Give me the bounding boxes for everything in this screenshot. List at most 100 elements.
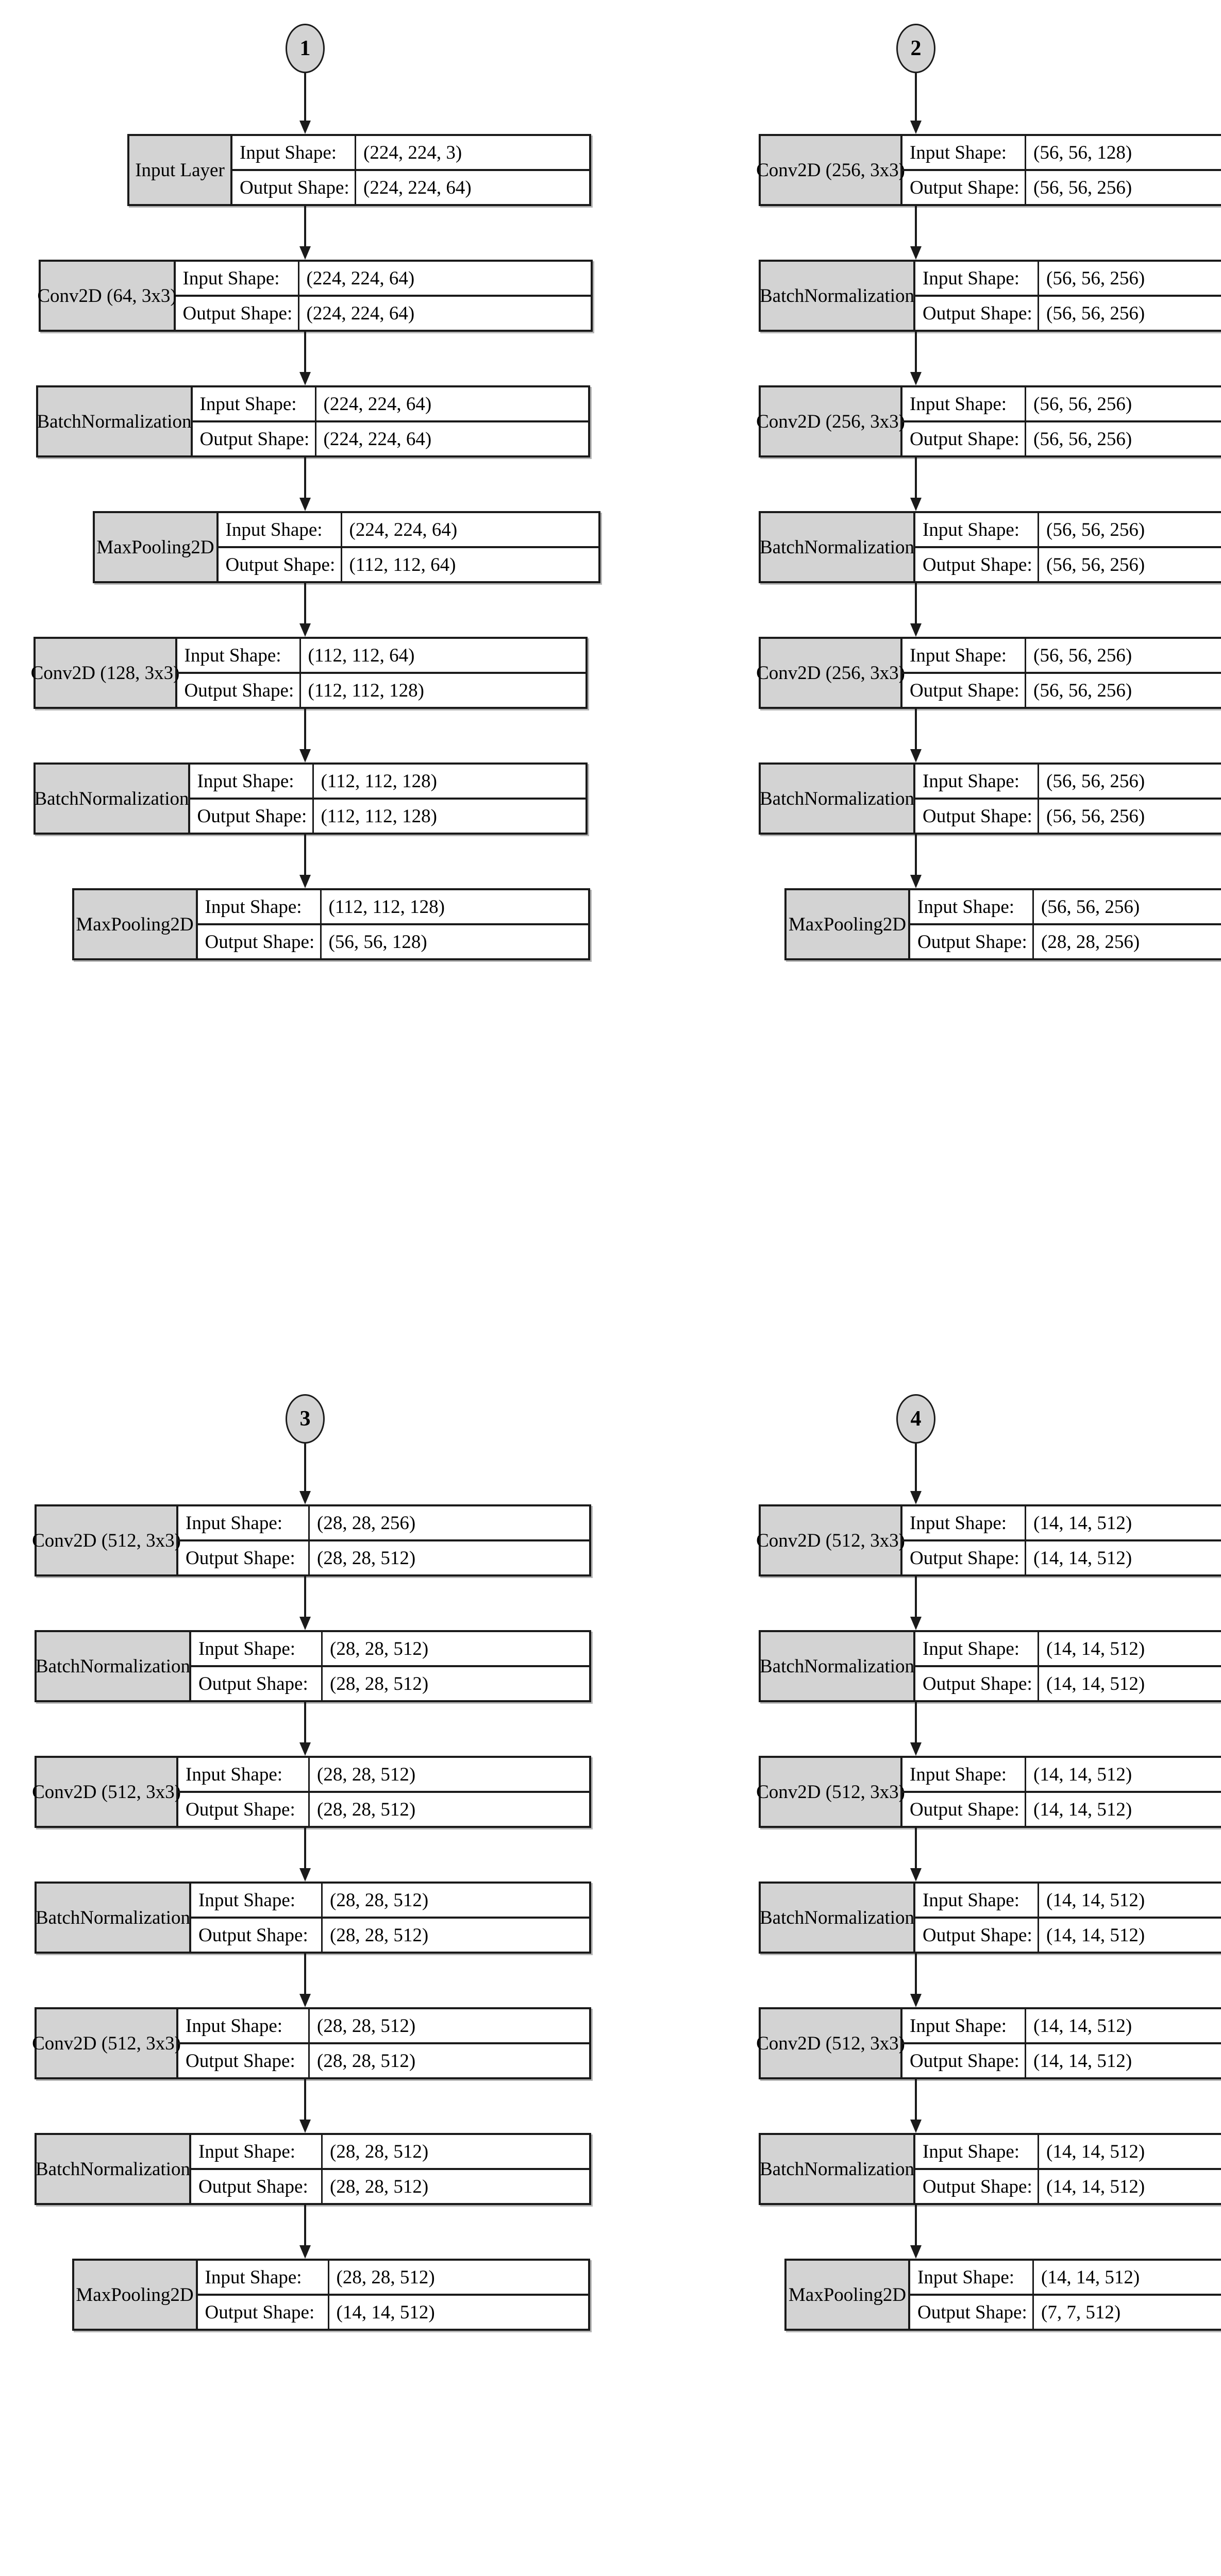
layer-name-cell: BatchNormalization xyxy=(760,1632,915,1700)
output-shape-label: Output Shape: xyxy=(910,925,1034,958)
input-shape-row: Input Shape:(56, 56, 256) xyxy=(915,513,1221,548)
output-shape-value: (28, 28, 256) xyxy=(1041,931,1140,953)
output-shape-label: Output Shape: xyxy=(191,2170,323,2203)
layer-node: Conv2D (512, 3x3)Input Shape:(14, 14, 51… xyxy=(756,1504,1221,1577)
input-shape-label: Input Shape: xyxy=(193,387,316,420)
input-shape-label: Input Shape: xyxy=(190,765,314,798)
input-shape-row: Input Shape:(14, 14, 512) xyxy=(915,2135,1221,2170)
output-shape-value: (14, 14, 512) xyxy=(1033,1547,1132,1569)
flow-arrow xyxy=(299,1954,311,2007)
flow-arrow xyxy=(299,2079,311,2133)
layer-name-cell: BatchNormalization xyxy=(37,387,193,455)
arrow-shaft xyxy=(304,1577,306,1623)
arrow-shaft xyxy=(915,1828,917,1875)
flow-arrow xyxy=(299,1444,311,1504)
output-shape-label: Output Shape: xyxy=(902,2044,1026,2077)
input-shape-row: Input Shape:(14, 14, 512) xyxy=(915,1632,1221,1667)
input-shape-row: Input Shape:(224, 224, 64) xyxy=(192,387,588,422)
output-shape-value: (28, 28, 512) xyxy=(317,1547,416,1569)
output-shape-row: Output Shape:(28, 28, 512) xyxy=(191,1919,589,1952)
arrow-head-icon xyxy=(299,749,311,762)
layer-shape-table: Input Shape:(224, 224, 3)Output Shape:(2… xyxy=(232,136,589,204)
input-shape-value: (14, 14, 512) xyxy=(1046,2141,1145,2162)
output-shape-label: Output Shape: xyxy=(915,1667,1039,1700)
layer-name-cell: BatchNormalization xyxy=(760,262,915,330)
layer-name-cell: Conv2D (512, 3x3) xyxy=(32,1506,181,1574)
arrow-shaft xyxy=(304,1444,306,1498)
arrow-shaft xyxy=(304,2205,306,2252)
layer-shape-table: Input Shape:(14, 14, 512)Output Shape:(1… xyxy=(915,1632,1221,1700)
flow-arrow xyxy=(910,1702,922,1756)
output-shape-value: (112, 112, 128) xyxy=(308,680,424,701)
layer-node: Conv2D (512, 3x3)Input Shape:(28, 28, 25… xyxy=(32,1504,591,1577)
arrow-head-icon xyxy=(910,749,922,762)
output-shape-row: Output Shape:(56, 56, 256) xyxy=(902,674,1221,707)
flow-arrow xyxy=(910,1444,922,1504)
arrow-shaft xyxy=(304,2079,306,2126)
arrow-shaft xyxy=(915,835,917,882)
arrow-head-icon xyxy=(910,121,922,134)
flow-arrow xyxy=(299,2205,311,2259)
layer-name-cell: Conv2D (512, 3x3) xyxy=(756,1506,905,1574)
arrow-head-icon xyxy=(299,121,311,134)
arrow-shaft xyxy=(915,709,917,756)
input-shape-label: Input Shape: xyxy=(915,262,1039,295)
layer-shape-table: Input Shape: (112, 112, 128)Output Shape:… xyxy=(190,765,586,833)
output-shape-value: (56, 56, 256) xyxy=(1033,428,1132,450)
arrow-head-icon xyxy=(910,1868,922,1882)
output-shape-value: (112, 112, 128) xyxy=(321,805,437,827)
layer-node: Conv2D (512, 3x3)Input Shape:(14, 14, 51… xyxy=(756,1756,1221,1828)
output-shape-value: (56, 56, 256) xyxy=(1033,680,1132,701)
output-shape-value: (14, 14, 512) xyxy=(1033,1799,1132,1820)
layer-name-cell: Conv2D (512, 3x3) xyxy=(756,1758,905,1826)
layer-shape-table: Input Shape:(14, 14, 512)Output Shape:(1… xyxy=(915,2135,1221,2203)
layer-name-cell: MaxPooling2D xyxy=(74,890,198,958)
layer-shape-table: Input Shape:(28, 28, 512)Output Shape:(2… xyxy=(178,2009,589,2077)
input-shape-label: Input Shape: xyxy=(902,639,1026,672)
layer-shape-table: Input Shape:(14, 14, 512)Output Shape:(1… xyxy=(902,1758,1221,1826)
pipeline-entry-marker-2: 2 xyxy=(896,24,935,73)
flow-arrow xyxy=(910,73,922,134)
input-shape-label: Input Shape: xyxy=(176,262,299,295)
entry-marker-label: 2 xyxy=(910,37,922,60)
flow-arrow xyxy=(910,1828,922,1882)
output-shape-value: (112, 112, 64) xyxy=(349,554,456,575)
input-shape-row: Input Shape:(28, 28, 512) xyxy=(191,1632,589,1667)
input-shape-row: Input Shape:(28, 28, 512) xyxy=(197,2261,588,2296)
input-shape-value: (28, 28, 256) xyxy=(317,1512,416,1534)
output-shape-row: Output Shape:(112, 112, 128) xyxy=(177,674,586,707)
arrow-head-icon xyxy=(910,372,922,385)
input-shape-label: Input Shape: xyxy=(902,136,1026,169)
output-shape-row: Output Shape:(14, 14, 512) xyxy=(915,2170,1221,2203)
input-shape-value: (56, 56, 256) xyxy=(1041,896,1140,918)
arrow-head-icon xyxy=(299,246,311,260)
input-shape-row: Input Shape:(56, 56, 256) xyxy=(902,639,1221,674)
output-shape-label: Output Shape: xyxy=(902,1541,1026,1574)
arrow-shaft xyxy=(915,73,917,127)
flow-arrow xyxy=(299,332,311,385)
arrow-head-icon xyxy=(910,1491,922,1504)
arrow-shaft xyxy=(304,457,306,504)
arrow-head-icon xyxy=(910,2120,922,2133)
input-shape-label: Input Shape: xyxy=(915,1632,1039,1665)
output-shape-label: Output Shape: xyxy=(176,297,299,330)
input-shape-label: Input Shape: xyxy=(198,2261,329,2294)
layer-name-cell: Conv2D (512, 3x3) xyxy=(32,2009,181,2077)
input-shape-row: Input Shape:(56, 56, 256) xyxy=(910,890,1221,925)
output-shape-value: (56, 56, 256) xyxy=(1046,302,1145,324)
flow-arrow xyxy=(299,206,311,260)
output-shape-value: (14, 14, 512) xyxy=(1033,2050,1132,2072)
layer-name-cell: Conv2D (512, 3x3) xyxy=(756,2009,905,2077)
flow-arrow xyxy=(910,332,922,385)
output-shape-label: Output Shape: xyxy=(910,2296,1034,2329)
layer-name-cell: BatchNormalization xyxy=(36,2135,191,2203)
output-shape-value: (224, 224, 64) xyxy=(306,302,415,324)
output-shape-row: Output Shape:(112, 112, 128) xyxy=(190,800,586,833)
arrow-head-icon xyxy=(910,623,922,637)
layer-shape-table: Input Shape:(14, 14, 512)Output Shape:(1… xyxy=(902,2009,1221,2077)
